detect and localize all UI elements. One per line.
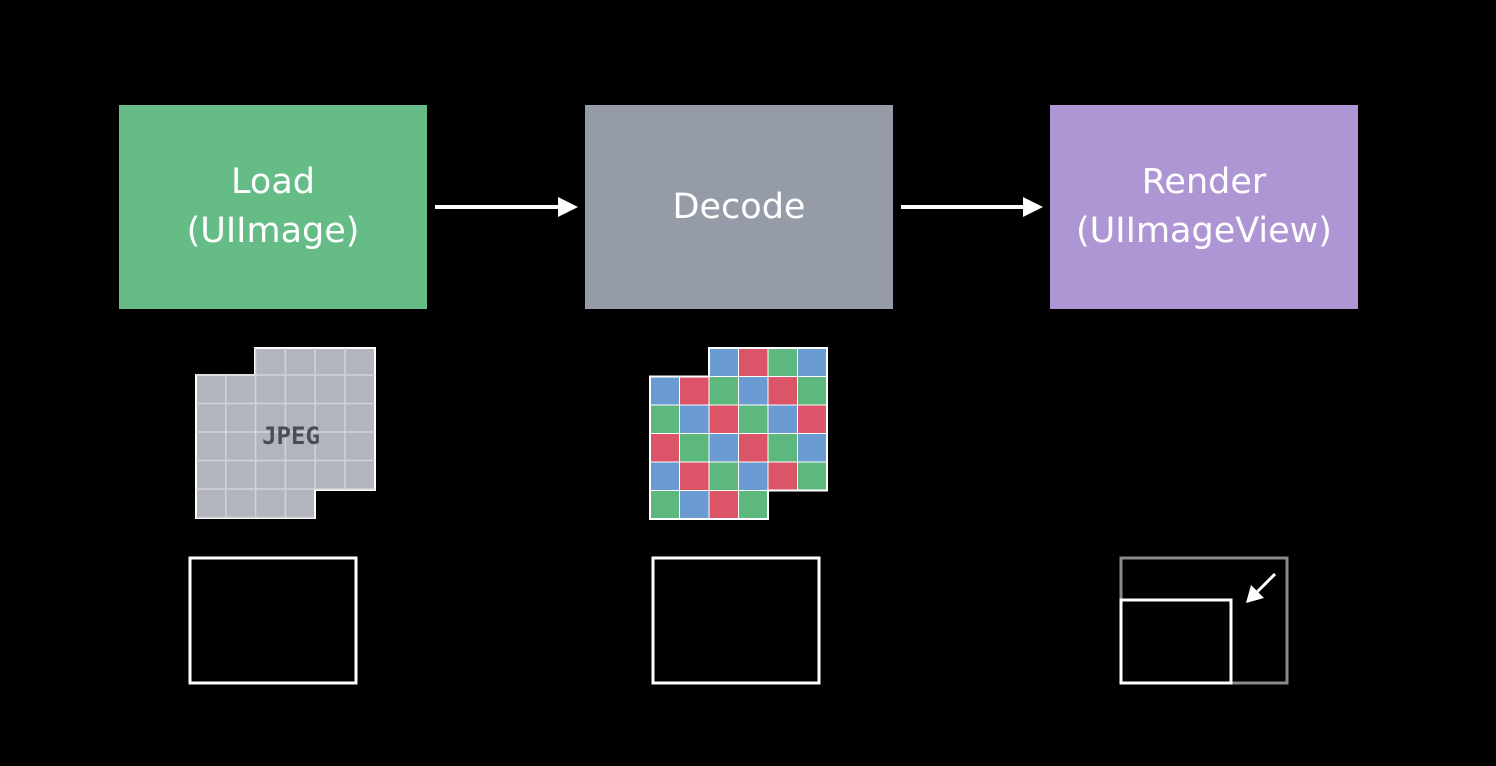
pixel-cell	[738, 433, 769, 463]
pixel-cell	[679, 404, 710, 434]
pixel-cell	[797, 404, 828, 434]
pixel-cell	[708, 461, 739, 491]
render-stage-subtitle: (UIImageView)	[1076, 211, 1332, 251]
pixel-cell	[738, 461, 769, 491]
render-stage-box: Render (UIImageView)	[1050, 105, 1358, 309]
pixel-cell	[738, 490, 769, 520]
arrow-load-to-decode	[435, 197, 578, 217]
jpeg-label: JPEG	[262, 422, 320, 450]
jpeg-data-buffer-icon: JPEG	[195, 347, 376, 519]
pixel-cell	[708, 490, 739, 520]
load-stage-box: Load (UIImage)	[119, 105, 427, 309]
load-stage-title: Load	[231, 162, 315, 202]
pixel-cell	[797, 433, 828, 463]
render-stage-title: Render	[1141, 162, 1267, 202]
decode-stage-box: Decode	[585, 105, 893, 309]
pixel-cell	[738, 404, 769, 434]
arrow-decode-to-render	[901, 197, 1043, 217]
render-scale-frame-icon	[1119, 556, 1289, 685]
pixel-cell	[738, 347, 769, 377]
decoded-pixel-buffer-icon	[649, 347, 828, 520]
pixel-cell	[708, 376, 739, 406]
pixel-cell	[797, 347, 828, 377]
pixel-cell	[708, 404, 739, 434]
load-stage-subtitle: (UIImage)	[186, 211, 360, 251]
scale-down-arrow-icon	[1246, 572, 1277, 603]
pixel-cell	[767, 376, 798, 406]
pixel-cell	[708, 433, 739, 463]
pixel-cell	[797, 376, 828, 406]
pixel-cell	[767, 433, 798, 463]
pixel-cell	[679, 376, 710, 406]
pixel-cell	[649, 404, 680, 434]
pixel-cell	[649, 461, 680, 491]
pixel-cell	[649, 433, 680, 463]
pixel-cell	[708, 347, 739, 377]
decode-stage-title: Decode	[672, 186, 806, 227]
load-frame-icon	[188, 556, 358, 685]
pixel-cell	[767, 347, 798, 377]
decode-frame-icon	[651, 556, 821, 685]
pixel-cell	[649, 376, 680, 406]
pixel-cell	[679, 433, 710, 463]
pixel-cell	[679, 461, 710, 491]
pixel-cell	[649, 490, 680, 520]
pixel-cell	[767, 461, 798, 491]
pixel-buffer-outline	[649, 347, 828, 520]
pixel-cell	[738, 376, 769, 406]
pixel-cell	[767, 404, 798, 434]
pixel-cell	[797, 461, 828, 491]
pixel-cell	[679, 490, 710, 520]
